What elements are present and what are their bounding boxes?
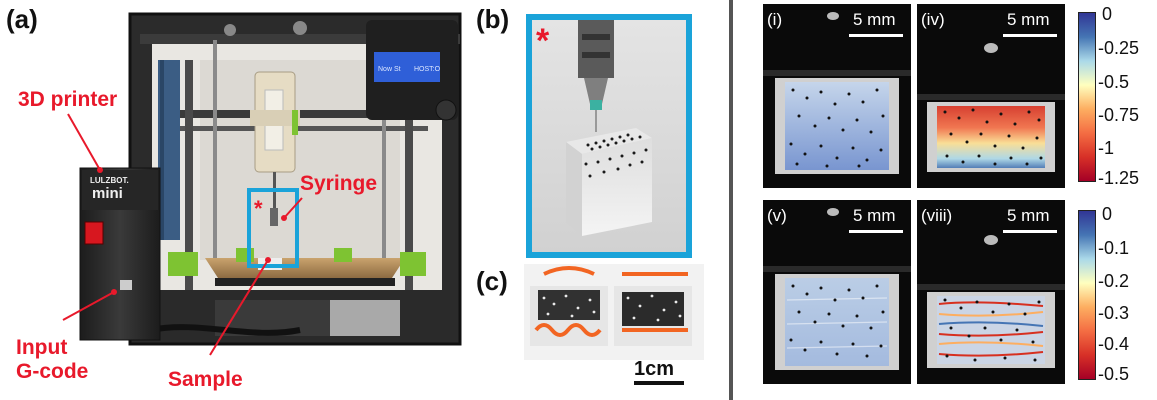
dic-scale-label-viii: 5 mm (1007, 206, 1050, 225)
cb-bottom-tick-5: -0.5 (1098, 364, 1130, 384)
cb-top-tick-4: -1 (1098, 138, 1115, 158)
dic-scale-bar-i (849, 34, 903, 37)
label-input: Input (16, 336, 68, 359)
cb-top-tick-1: -0.25 (1098, 38, 1140, 58)
syringe-asterisk: * (254, 196, 263, 221)
label-sample: Sample (168, 368, 243, 391)
colorbar-top (1078, 12, 1096, 182)
cb-top-tick-3: -0.75 (1098, 105, 1140, 125)
colorbar-bottom (1078, 210, 1096, 380)
dic-scale-bar-iv (1003, 34, 1057, 37)
cb-bottom-tick-4: -0.4 (1098, 334, 1130, 354)
dic-scale-bar-viii (1003, 230, 1057, 233)
screen-text-left: Now St (378, 66, 401, 73)
dic-label-iv: (iv) (921, 10, 945, 29)
cb-bottom-tick-1: -0.1 (1098, 238, 1130, 258)
dic-scale-label-iv: 5 mm (1007, 10, 1050, 29)
syringe-closeup-photo: * (526, 14, 692, 258)
cb-bottom-tick-0: 0 (1102, 204, 1113, 224)
dic-label-viii: (viii) (921, 206, 953, 225)
label-3d-printer: 3D printer (18, 88, 118, 111)
panel-label-a: (a) (6, 4, 38, 34)
dic-label-v: (v) (767, 206, 787, 225)
samples-photo (524, 264, 704, 360)
brand-top: LULZBOT. (90, 176, 129, 185)
dic-scale-label-v: 5 mm (853, 206, 896, 225)
cb-bottom-tick-3: -0.3 (1098, 303, 1130, 323)
cb-top-tick-0: 0 (1102, 4, 1113, 24)
screen-text-right: HOST:O (414, 66, 441, 73)
label-gcode: G-code (16, 360, 89, 383)
panel-label-c: (c) (476, 266, 508, 296)
scale-label-1cm: 1cm (634, 358, 675, 380)
dic-scale-bar-v (849, 230, 903, 233)
label-syringe: Syringe (300, 172, 378, 195)
cb-top-tick-2: -0.5 (1098, 72, 1130, 92)
panel-label-b: (b) (476, 4, 510, 34)
printer-photo: Now St HOST:O LULZBOT. mini * (62, 12, 462, 356)
dic-label-i: (i) (767, 10, 783, 29)
cb-bottom-tick-2: -0.2 (1098, 271, 1130, 291)
dic-image-iv: (iv) 5 mm (917, 4, 1065, 188)
scale-bar-1cm (634, 381, 684, 385)
dic-image-i: (i) 5 mm (763, 4, 911, 188)
dic-scale-label-i: 5 mm (853, 10, 896, 29)
dic-image-v: (v) 5 mm (763, 200, 911, 384)
cb-top-tick-5: -1.25 (1098, 168, 1140, 188)
brand-bottom: mini (92, 185, 123, 202)
closeup-asterisk: * (536, 22, 550, 60)
figure-divider (729, 0, 733, 400)
dic-image-viii: (viii) 5 mm (917, 200, 1065, 384)
